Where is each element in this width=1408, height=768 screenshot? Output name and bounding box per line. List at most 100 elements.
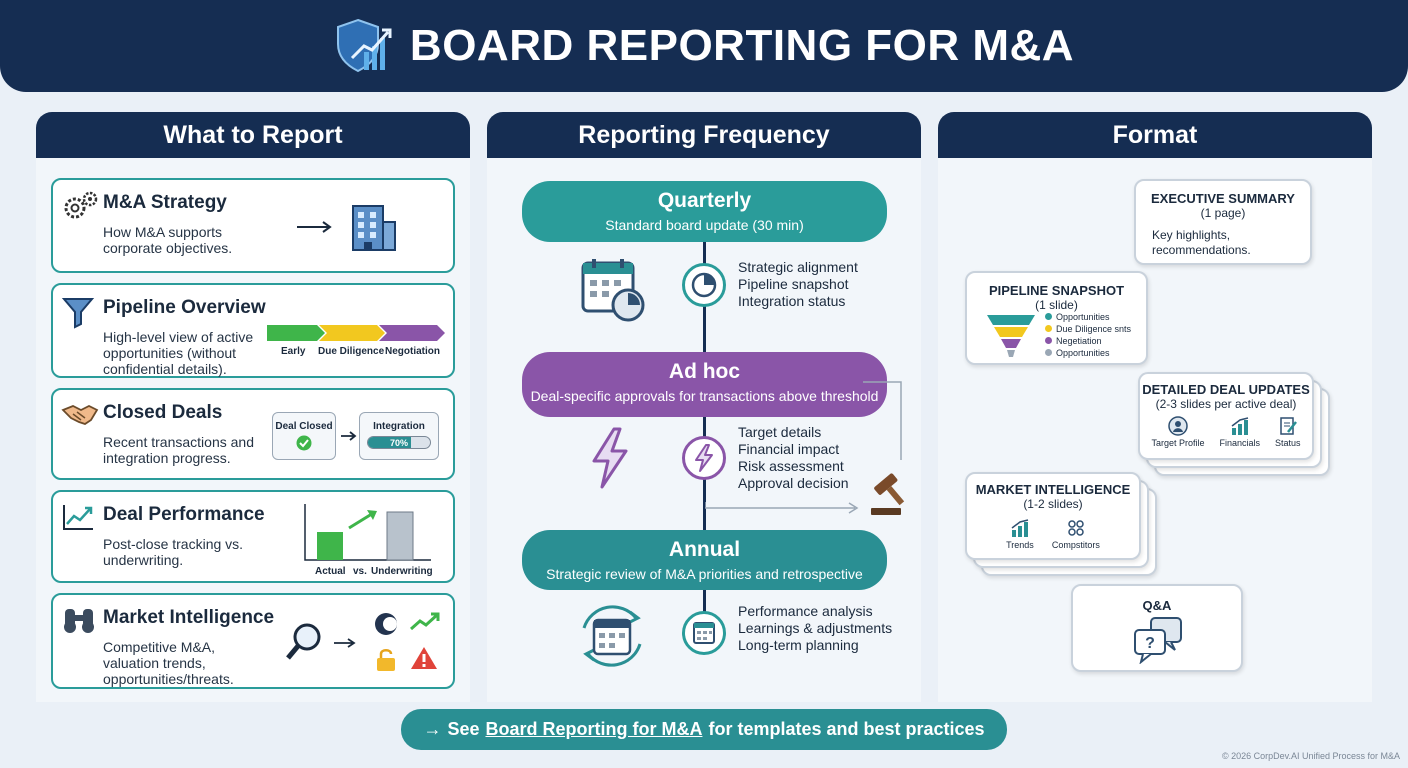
- legend-item: Opportunities: [1045, 347, 1131, 359]
- list-item: Integration status: [738, 293, 846, 309]
- card-title: Deal Performance: [103, 504, 265, 525]
- icon-label: Financials: [1219, 438, 1261, 448]
- card-sub: (1 slide): [1035, 298, 1078, 312]
- legend-item: Due Diligence snts: [1045, 323, 1131, 335]
- legend-text: Due Diligence snts: [1056, 324, 1132, 334]
- what-to-report-panel: What to Report M&A Strategy How M&A supp…: [36, 112, 470, 702]
- check-icon: [296, 435, 312, 451]
- card-title: Closed Deals: [103, 402, 223, 423]
- stage-label: Due Diligence: [318, 346, 385, 357]
- list-item: Pipeline snapshot: [738, 276, 849, 292]
- card-desc: How M&A supports corporate objectives.: [103, 224, 233, 256]
- card-title: EXECUTIVE SUMMARY: [1151, 191, 1295, 206]
- what-to-report-title: What to Report: [36, 112, 470, 158]
- magnifier-icon: [286, 623, 321, 660]
- competitors-item: Compstitors: [1052, 518, 1100, 550]
- card-title: Q&A: [1142, 598, 1172, 613]
- card-ma-strategy: M&A Strategy How M&A supports corporate …: [51, 178, 455, 273]
- card-desc: High-level view of active opportunities …: [103, 329, 254, 377]
- arrow-to-gavel: [705, 502, 859, 514]
- qa-card: Q&A ?: [1071, 584, 1243, 672]
- card-title: DETAILED DEAL UPDATES: [1142, 382, 1310, 397]
- card-desc: Recent transactions and integration prog…: [103, 434, 254, 466]
- card-title: Market Intelligence: [103, 607, 275, 628]
- card-sub: (2-3 slides per active deal): [1155, 397, 1297, 411]
- legend-underwriting: Underwriting: [371, 566, 433, 577]
- arrow-right-icon: [297, 221, 332, 233]
- adhoc-pill: Ad hoc Deal-specific approvals for trans…: [522, 352, 887, 417]
- people-icon: [1068, 520, 1084, 536]
- desc-line: recommendations.: [1152, 243, 1251, 257]
- format-panel: Format EXECUTIVE SUMMARY (1 page) Key hi…: [938, 112, 1372, 702]
- funnel-chart-icon: [987, 315, 1035, 357]
- annual-pill: Annual Strategic review of M&A prioritie…: [522, 530, 887, 590]
- market-icons: Trends Compstitors: [997, 518, 1109, 550]
- target-profile-item: Target Profile: [1151, 416, 1205, 448]
- icon-label: Status: [1274, 438, 1301, 448]
- bar-chart-icon: [1231, 417, 1248, 435]
- adhoc-sub: Deal-specific approvals for transactions…: [530, 388, 879, 404]
- copyright-footer: © 2026 CorpDev.AI Unified Process for M&…: [1221, 751, 1400, 761]
- card-desc: Competitive M&A, valuation trends, oppor…: [103, 639, 234, 687]
- cta-link-text[interactable]: Board Reporting for M&A: [485, 719, 703, 739]
- quarterly-sub: Standard board update (30 min): [605, 217, 804, 233]
- cta-pre: See: [447, 719, 480, 739]
- status-item: Status: [1275, 416, 1301, 448]
- financials-item: Financials: [1219, 416, 1260, 448]
- list-item: Financial impact: [738, 441, 840, 457]
- bracket-connector: [863, 381, 902, 460]
- integration-progress-text: 70%: [389, 438, 408, 448]
- desc-line: Key highlights,: [1152, 228, 1231, 242]
- executive-summary-card: EXECUTIVE SUMMARY (1 page) Key highlight…: [1134, 179, 1312, 265]
- competitor-logo-icon: [375, 613, 397, 635]
- arrow-right-icon: [334, 638, 356, 648]
- list-item: Target details: [738, 424, 822, 440]
- list-item: Performance analysis: [738, 603, 873, 619]
- lightning-icon: [695, 444, 713, 472]
- annual-node: [682, 611, 726, 655]
- card-desc: Post-close tracking vs. underwriting.: [103, 536, 244, 568]
- unlock-icon: [377, 649, 395, 671]
- page-header: BOARD REPORTING FOR M&A: [0, 0, 1408, 92]
- icon-label: Trends: [1006, 540, 1034, 550]
- reporting-frequency-panel: Reporting Frequency Quarterly Standard b…: [487, 112, 921, 702]
- chat-question-icon: ?: [1134, 617, 1182, 664]
- quarterly-node: [682, 263, 726, 307]
- cta-post: for templates and best practices: [708, 719, 985, 739]
- card-title: PIPELINE SNAPSHOT: [988, 283, 1125, 298]
- card-pipeline-overview: Pipeline Overview High-level view of act…: [51, 283, 455, 378]
- legend-text: Opportunities: [1056, 312, 1110, 322]
- icon-label: Target Profile: [1151, 438, 1205, 448]
- bar-chart-icon: [1011, 519, 1029, 537]
- adhoc-node: [682, 436, 726, 480]
- legend-item: Negetiation: [1045, 335, 1131, 347]
- legend-item: Opportunities: [1045, 311, 1131, 323]
- card-title: Pipeline Overview: [103, 297, 266, 318]
- card-market-intelligence: Market Intelligence Competitive M&A, val…: [51, 593, 455, 689]
- integration-label: Integration: [373, 421, 425, 432]
- see-more-link[interactable]: → See Board Reporting for M&A for templa…: [401, 709, 1007, 750]
- quarterly-title: Quarterly: [657, 189, 752, 212]
- deal-closed-label: Deal Closed: [275, 421, 333, 432]
- legend-text: Opportunities: [1056, 348, 1110, 358]
- detail-icons: Target Profile Financials Status: [1144, 416, 1308, 448]
- card-desc: Key highlights, recommendations.: [1152, 228, 1310, 258]
- card-closed-deals: Closed Deals Recent transactions and int…: [51, 388, 455, 480]
- detailed-deal-updates-card: DETAILED DEAL UPDATES (2-3 slides per ac…: [1138, 372, 1314, 460]
- card-sub: (1-2 slides): [1023, 497, 1083, 511]
- calendar-clock-icon: [581, 259, 645, 322]
- page-title: BOARD REPORTING FOR M&A: [409, 21, 1075, 70]
- adhoc-title: Ad hoc: [668, 360, 741, 383]
- legend-text: Negetiation: [1056, 336, 1102, 346]
- integration-box: Integration 70%: [359, 412, 439, 460]
- edit-document-icon: [1279, 417, 1297, 435]
- warning-icon: [411, 647, 437, 669]
- performance-bar-chart: [304, 504, 431, 561]
- card-title: M&A Strategy: [103, 192, 227, 213]
- person-icon: [1168, 416, 1188, 436]
- trends-item: Trends: [1006, 518, 1034, 550]
- market-intelligence-card: MARKET INTELLIGENCE (1-2 slides) Trends …: [965, 472, 1141, 560]
- pipeline-snapshot-card: PIPELINE SNAPSHOT (1 slide) Opportunitie…: [965, 271, 1148, 365]
- list-item: Strategic alignment: [738, 259, 858, 275]
- integration-progress-fill: [368, 437, 412, 448]
